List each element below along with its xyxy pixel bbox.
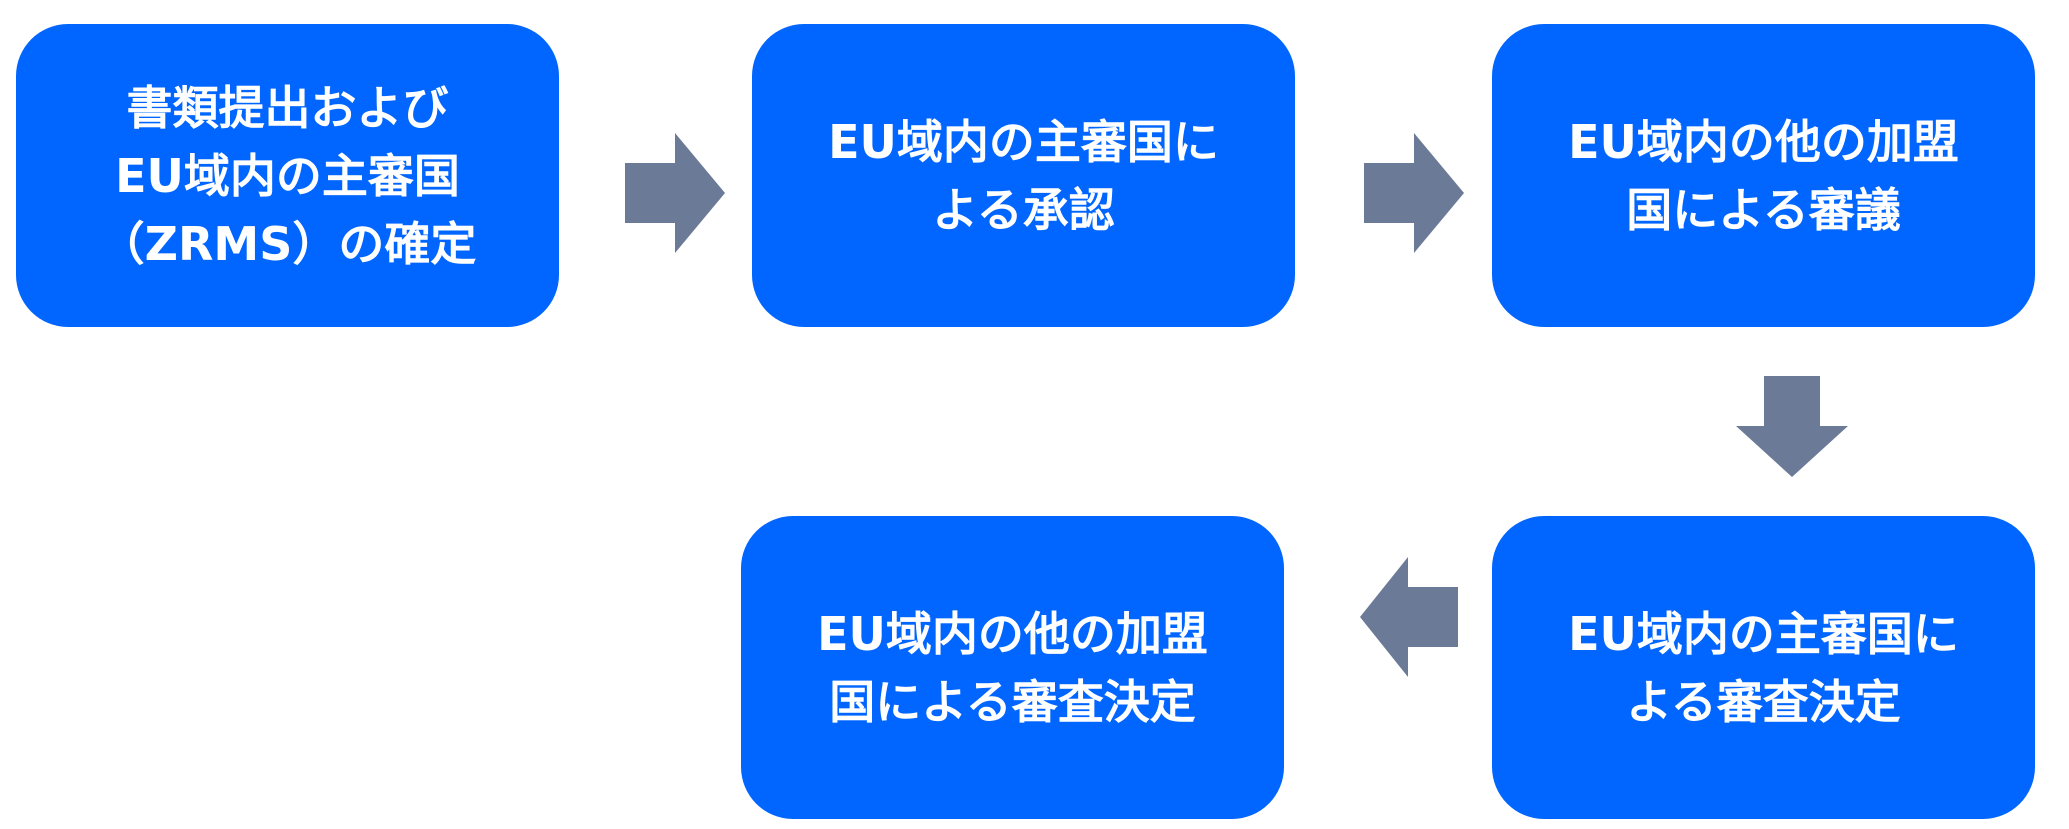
step-1-line-1: 書類提出および	[126, 80, 449, 135]
step-1-line-2: EU域内の主審国	[115, 148, 460, 203]
step-2-line-1: EU域内の主審国に	[828, 114, 1219, 169]
step-4-line-1: EU域内の主審国に	[1568, 606, 1959, 661]
step-5-line-1: EU域内の他の加盟	[817, 606, 1208, 661]
arrow-left-icon	[1360, 557, 1458, 677]
arrow-down-icon	[1736, 376, 1848, 477]
step-1-line-3: （ZRMS）の確定	[98, 216, 477, 271]
step-1-submission-box: 書類提出および EU域内の主審国 （ZRMS）の確定	[16, 24, 559, 327]
step-5-final-decision-box: EU域内の他の加盟 国による審査決定	[741, 516, 1284, 819]
step-2-approval-box: EU域内の主審国に よる承認	[752, 24, 1295, 327]
step-4-line-2: よる審査決定	[1626, 674, 1901, 729]
step-4-decision-box: EU域内の主審国に よる審査決定	[1492, 516, 2035, 819]
step-3-line-2: 国による審議	[1626, 182, 1901, 237]
arrow-right-icon	[625, 133, 725, 253]
step-3-line-1: EU域内の他の加盟	[1568, 114, 1959, 169]
step-2-line-2: よる承認	[932, 182, 1115, 237]
step-3-deliberation-box: EU域内の他の加盟 国による審議	[1492, 24, 2035, 327]
step-5-line-2: 国による審査決定	[829, 674, 1196, 729]
arrow-right-icon	[1364, 133, 1464, 253]
